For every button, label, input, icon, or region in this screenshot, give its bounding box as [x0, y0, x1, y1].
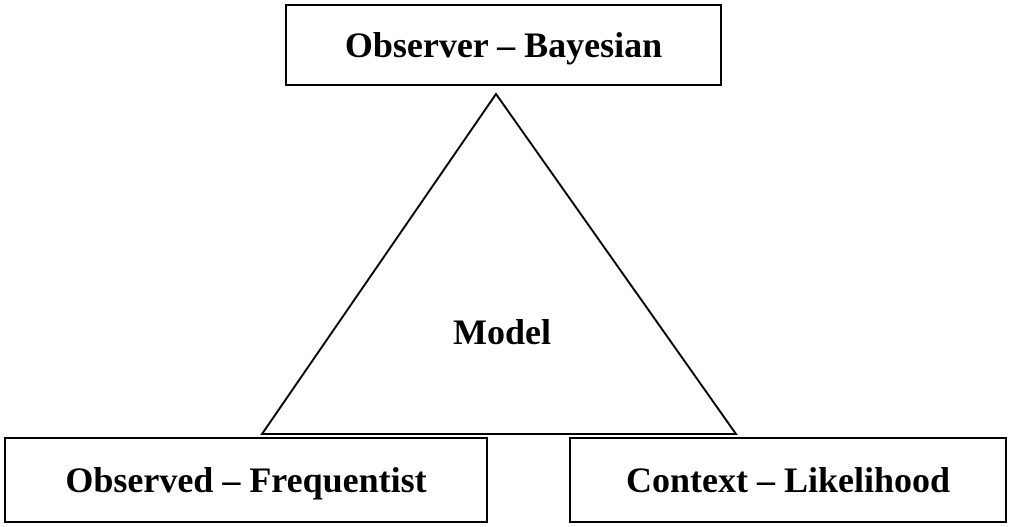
- observed-frequentist-box: Observed – Frequentist: [4, 437, 488, 523]
- context-likelihood-box: Context – Likelihood: [569, 437, 1007, 523]
- model-label: Model: [453, 312, 551, 352]
- observer-bayesian-box: Observer – Bayesian: [285, 4, 722, 86]
- triangle-shape: [260, 92, 738, 435]
- observed-frequentist-label: Observed – Frequentist: [65, 460, 427, 500]
- observer-bayesian-label: Observer – Bayesian: [344, 25, 663, 65]
- context-likelihood-label: Context – Likelihood: [625, 460, 951, 500]
